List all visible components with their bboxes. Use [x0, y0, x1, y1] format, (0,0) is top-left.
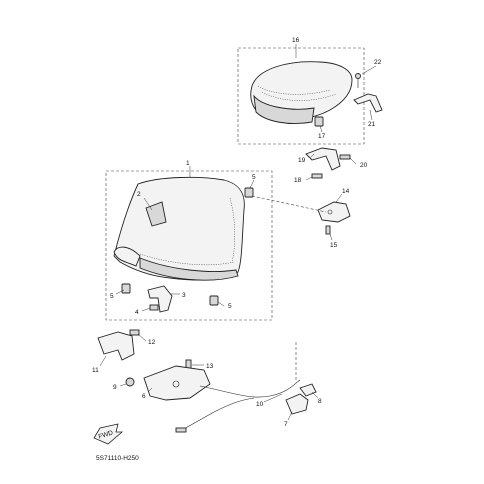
damper-5-left	[121, 283, 131, 294]
callout-5-top: 5	[252, 174, 256, 181]
seat-lock-6	[143, 365, 211, 401]
bracket-11	[97, 331, 135, 361]
callout-20: 20	[360, 162, 368, 169]
rear-seat	[250, 61, 353, 124]
bracket-21	[353, 93, 383, 113]
callout-19: 19	[298, 157, 306, 164]
fwd-arrow-icon: FWD	[93, 423, 124, 445]
callout-11: 11	[92, 367, 99, 374]
callout-4: 4	[135, 309, 139, 316]
seat-1-group-box	[105, 170, 273, 321]
callout-18: 18	[294, 177, 302, 184]
callout-5-left: 5	[110, 293, 114, 300]
seat-lock-cable-10	[175, 379, 301, 433]
bolt-12	[129, 329, 140, 336]
damper-17	[314, 116, 324, 127]
fwd-label: FWD	[98, 429, 115, 440]
bolt-4	[149, 304, 159, 311]
callout-9: 9	[113, 384, 117, 391]
callout-1: 1	[186, 160, 190, 167]
callout-10: 10	[256, 401, 264, 408]
callout-12: 12	[148, 339, 156, 346]
diagram-code: 5S71110-H250	[96, 455, 139, 462]
callout-5-bottom: 5	[228, 303, 232, 310]
front-seat	[113, 176, 245, 281]
callout-2: 2	[137, 191, 141, 198]
callout-17: 17	[318, 133, 326, 140]
callout-21: 21	[368, 121, 376, 128]
callout-22: 22	[374, 59, 382, 66]
seat-16-group-box	[237, 47, 365, 145]
callout-13: 13	[206, 363, 214, 370]
bolt-15	[325, 225, 331, 235]
callout-3: 3	[182, 292, 186, 299]
callout-6: 6	[142, 393, 146, 400]
leader-lines	[99, 44, 377, 421]
damper-5-top	[244, 187, 254, 198]
callout-14: 14	[342, 188, 350, 195]
lock-7	[285, 393, 309, 415]
bracket-19	[305, 147, 341, 171]
bolt-18	[311, 173, 323, 179]
callout-8: 8	[318, 398, 322, 405]
bolt-20	[339, 154, 351, 160]
callout-7: 7	[284, 421, 288, 428]
bracket-3	[147, 285, 173, 313]
callout-labels: 16 22 21 17 1 19 20 18 2 5 14 15 5 3 5 4…	[92, 37, 382, 428]
hinge-bracket-14	[317, 201, 351, 223]
collar-9	[125, 377, 135, 387]
callout-16: 16	[292, 37, 300, 44]
bolt-22	[355, 73, 361, 88]
bracket-8	[299, 383, 317, 397]
damper-5-bottom	[209, 295, 219, 306]
callout-15: 15	[330, 242, 338, 249]
connector-dash-1	[251, 195, 327, 213]
